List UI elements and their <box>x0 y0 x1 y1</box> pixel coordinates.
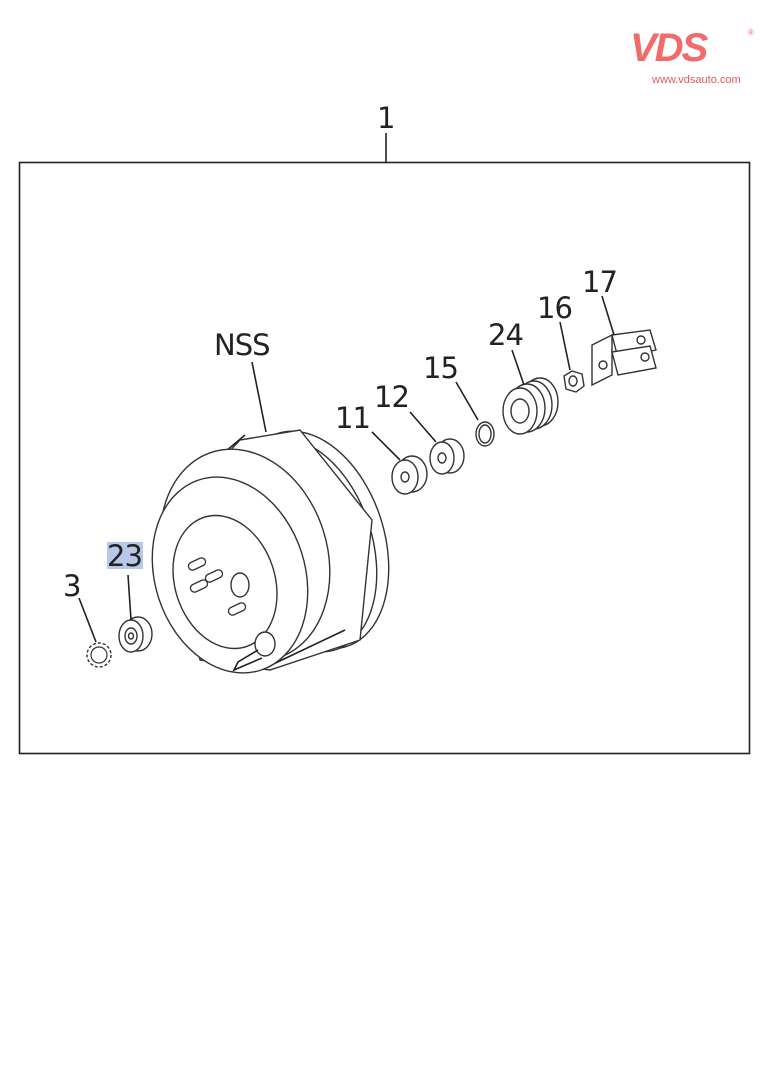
part-17-clevis[interactable] <box>591 329 657 387</box>
part-24-boot[interactable] <box>502 377 559 435</box>
callout-1[interactable]: 1 <box>377 101 395 135</box>
callout-23-highlight <box>107 542 143 569</box>
vds-logo: VDS ® www.vdsauto.com <box>628 28 758 88</box>
leader-15 <box>455 381 479 421</box>
part-15-ring[interactable] <box>475 421 495 447</box>
callout-3[interactable]: 3 <box>63 569 81 603</box>
leader-3 <box>78 597 97 643</box>
logo-mark: VDS <box>630 26 708 70</box>
part-11-spacer[interactable] <box>391 455 428 495</box>
callout-16[interactable]: 16 <box>537 291 573 325</box>
part-3-lock-washer[interactable] <box>86 642 112 668</box>
leader-24 <box>511 349 525 386</box>
callout-24[interactable]: 24 <box>488 318 524 352</box>
leader-12 <box>409 411 437 443</box>
logo-url: www.vdsauto.com <box>652 74 741 86</box>
brake-booster[interactable] <box>128 411 415 693</box>
part-12-spacer[interactable] <box>429 438 465 475</box>
leader-17 <box>601 295 615 336</box>
assembly-frame <box>18 161 751 755</box>
logo-registered: ® <box>748 28 754 37</box>
leader-nss <box>251 361 267 433</box>
leader-11 <box>371 431 401 461</box>
callout-23[interactable]: 23 <box>107 539 143 573</box>
callout-12[interactable]: 12 <box>374 380 410 414</box>
callout-nss[interactable]: NSS <box>214 328 271 362</box>
callout-11[interactable]: 11 <box>335 401 371 435</box>
part-23-seal[interactable] <box>118 616 153 653</box>
part-16-nut[interactable] <box>563 370 585 393</box>
callout-15[interactable]: 15 <box>423 351 459 385</box>
leader-16 <box>559 321 571 371</box>
callout-17[interactable]: 17 <box>582 265 618 299</box>
leader-23 <box>127 574 132 621</box>
